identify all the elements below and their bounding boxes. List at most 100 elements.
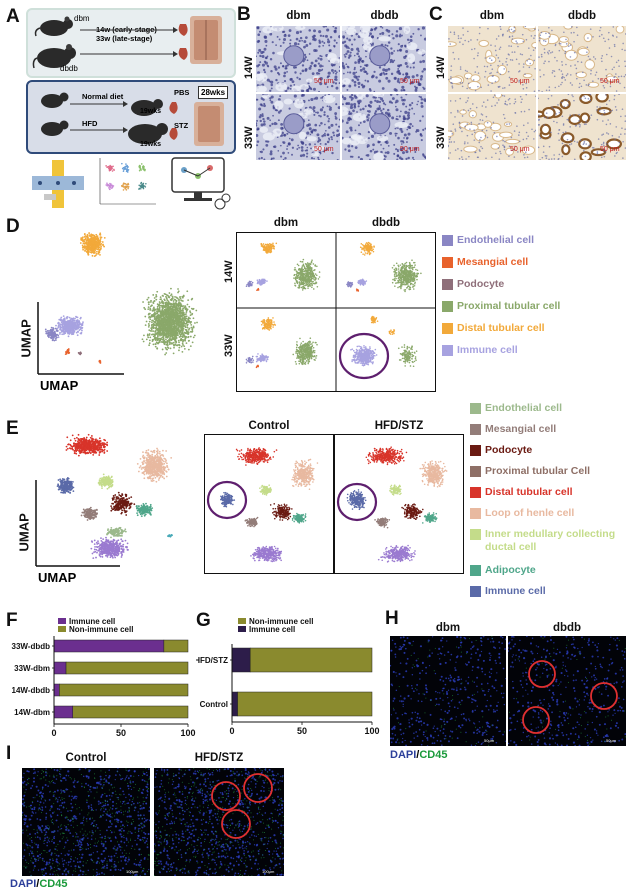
legend-item: Endothelial cell [442, 234, 534, 246]
legend-item: Immune cell [470, 585, 546, 598]
legend-swatch [470, 529, 481, 540]
panel-b-row-33w: 33W [243, 126, 255, 149]
he-image-14w-dbm [256, 26, 340, 92]
legend-item: Proximal tubular Cell [470, 465, 590, 478]
panel-e-axis-y: UMAP [16, 513, 32, 552]
panel-d-umap-main [37, 232, 198, 375]
legend-swatch [442, 234, 453, 246]
arrows-bottom [70, 101, 128, 133]
legend-label: Adipocyte [485, 564, 536, 576]
legend-swatch [442, 344, 453, 356]
legend-label: Podocyte [485, 444, 533, 456]
ihc-image-33w-dbm [448, 94, 536, 160]
ihc-image-14w-dbdb [538, 26, 626, 92]
category-label: HFD/STZ [196, 656, 228, 665]
infiltrate-circle-2 [590, 682, 618, 710]
category-label: 14W-dbdb [12, 686, 51, 695]
stain-sep-h: / [416, 749, 420, 761]
panel-a-schematic: dbm dbdb 14w (early-stage) 33w (late-sta… [26, 8, 236, 213]
legend-label: Immune cell [457, 344, 518, 356]
legend-swatch [442, 300, 453, 312]
label-hfd: HFD [82, 119, 98, 128]
panel-i-circles [211, 773, 273, 839]
panel-label-h: H [385, 608, 399, 629]
bar-segment [53, 661, 67, 675]
mouse-hfd-icon [41, 120, 69, 136]
legend-label: Podocyte [457, 278, 505, 290]
x-tick-label: 100 [364, 726, 379, 736]
panel-label-d: D [6, 216, 20, 237]
legend-label: Proximal tubular Cell [485, 465, 591, 477]
microfluidics-icon [32, 160, 84, 208]
scale-bar-b1: 50 μm [314, 78, 334, 85]
he-image-14w-dbdb [342, 26, 426, 92]
panel-d-grid [236, 232, 436, 392]
legend-swatch [442, 322, 453, 334]
legend-label: Immune cell [249, 625, 295, 634]
legend-swatch [58, 626, 66, 632]
category-label: 14W-dbm [14, 708, 50, 717]
bar-segment [237, 691, 373, 717]
panel-b: dbm dbdb 14W 33W 50 μm 50 μm 50 μm 50 μm [238, 6, 430, 166]
legend-label: Distal tubular cell [485, 486, 573, 498]
panel-b-col-dbm: dbm [286, 10, 311, 22]
infiltrate-circle-1 [528, 660, 556, 688]
legend-swatch [470, 403, 481, 414]
legend-label: Non-immune cell [249, 617, 313, 626]
legend-label: Immune cell [69, 617, 115, 626]
if-image-hfd [154, 768, 284, 876]
panel-b-col-dbdb: dbdb [370, 10, 399, 22]
panel-i-stain-label: DAPI/CD45 [10, 878, 67, 890]
infiltrate-circle-5 [243, 773, 273, 803]
infiltrate-circle-6 [221, 809, 251, 839]
legend-swatch [442, 256, 453, 268]
infiltrate-circle-3 [522, 706, 550, 734]
panel-e-umap-main [35, 433, 173, 567]
stain-dapi-h: DAPI [390, 749, 417, 761]
mouse-dbdb-icon [32, 44, 76, 69]
legend-swatch [58, 618, 66, 624]
panel-i-scale-1: 100μm [126, 869, 139, 874]
panel-h-col-dbdb: dbdb [552, 622, 582, 634]
panel-h-col-dbm: dbm [435, 622, 461, 634]
legend-label: Mesangial cell [485, 423, 557, 435]
panel-e-col-hfd: HFD/STZ [374, 420, 424, 432]
mouse-normal-icon [41, 92, 69, 108]
x-tick-label: 100 [180, 728, 195, 738]
bar-segment [53, 683, 60, 697]
bar-segment [231, 691, 238, 717]
stain-dapi-i: DAPI [10, 878, 37, 890]
legend-label: Distal tubular cell [457, 322, 545, 334]
panel-c-col-dbdb: dbdb [567, 10, 597, 22]
panel-label-f: F [6, 610, 18, 631]
kidney-icon-top [178, 16, 222, 64]
legend-label: Loop of henle cell [485, 507, 575, 519]
ihc-image-14w-dbm [448, 26, 536, 92]
bar-segment [53, 639, 165, 653]
panel-d-axis-y: UMAP [18, 319, 34, 358]
if-image-dbm [390, 636, 506, 746]
scale-bar-b4: 50 μm [400, 146, 420, 153]
legend-label: Non-immune cell [69, 625, 133, 634]
panel-h-scale-1: 50μm [484, 738, 495, 743]
legend-item: Podocyte [470, 444, 532, 457]
label-28wks: 28wks [198, 86, 229, 99]
panel-label-g: G [196, 610, 211, 631]
panel-e-grid [204, 434, 464, 574]
panel-d-row-33w: 33W [223, 334, 235, 357]
panel-e-col-control: Control [248, 420, 290, 432]
legend-item: Proximal tubular cell [442, 300, 560, 312]
bar-segment [65, 661, 189, 675]
panel-c-col-dbm: dbm [479, 10, 505, 22]
legend-swatch [470, 466, 481, 477]
legend-swatch [238, 618, 246, 624]
label-dbdb: dbdb [60, 64, 78, 73]
legend-swatch [470, 565, 481, 576]
panel-h-scale-2: 50μm [606, 738, 617, 743]
panel-e-immune-circle-control [206, 480, 248, 520]
scale-bar-c1: 50 μm [510, 78, 530, 85]
x-tick-label: 0 [51, 728, 56, 738]
panel-label-b: B [237, 4, 251, 25]
